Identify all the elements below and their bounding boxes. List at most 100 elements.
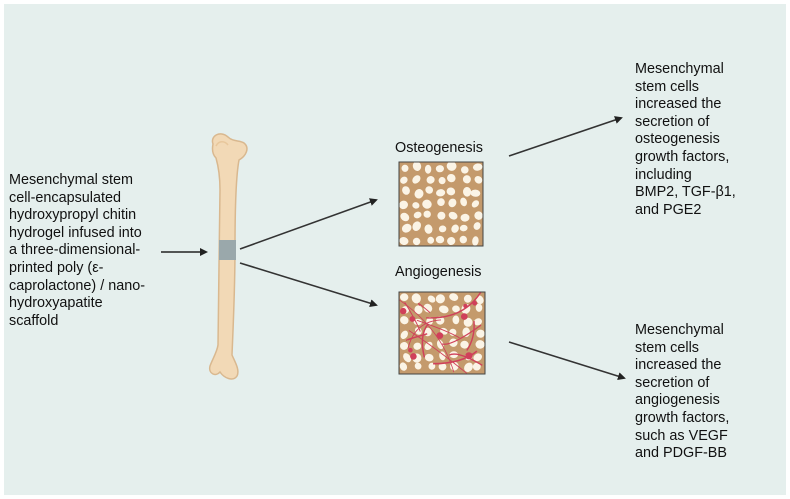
arrow-angiogenesis-to-result: [508, 341, 626, 381]
tissue-pore: [424, 341, 433, 351]
arrow-osteogenesis-to-result: [508, 116, 623, 157]
tissue-pore: [460, 213, 470, 222]
angiogenesis-label: Angiogenesis: [395, 264, 482, 280]
tissue-pore: [472, 362, 481, 371]
tissue-pore: [414, 189, 424, 199]
endothelial-cell: [409, 316, 416, 322]
blood-vessel: [407, 319, 442, 349]
tissue-pore: [464, 362, 473, 372]
tissue-pore: [400, 176, 408, 184]
endothelial-cell: [463, 303, 468, 309]
tissue-pore: [473, 318, 483, 326]
tissue-pore: [472, 163, 483, 171]
tissue-pore: [461, 166, 469, 174]
femur-bone-illustration: [208, 133, 248, 380]
endothelial-cell: [472, 300, 478, 306]
blood-vessel: [426, 292, 482, 319]
tissue-pore: [414, 305, 423, 314]
tissue-pore: [401, 164, 409, 172]
tissue-pore: [411, 293, 421, 304]
blood-vessel: [448, 353, 483, 366]
tissue-pore: [437, 198, 445, 206]
tissue-pore: [426, 317, 434, 326]
arrow-bone-to-osteogenesis: [239, 198, 378, 250]
angiogenesis-tissue-image: [398, 291, 486, 375]
tissue-pore: [412, 175, 421, 184]
tissue-pore: [460, 340, 469, 349]
tissue-pore: [422, 199, 432, 209]
input-description: Mesenchymal stem cell-encapsulated hydro…: [9, 172, 145, 329]
tissue-pore: [400, 212, 410, 222]
tissue-pore: [459, 235, 468, 244]
tissue-pore: [447, 236, 456, 246]
tissue-pore: [462, 187, 472, 197]
tissue-pore: [435, 235, 445, 244]
tissue-pore: [473, 353, 483, 362]
tissue-pore: [437, 211, 446, 220]
tissue-pore: [451, 224, 459, 233]
tissue-pore: [463, 317, 473, 327]
tissue-pore: [474, 211, 483, 220]
tissue-pore: [423, 303, 433, 313]
tissue-pore: [452, 315, 460, 325]
scaffold-band: [219, 240, 236, 260]
tissue-pore: [452, 305, 460, 313]
tissue-pore: [471, 200, 480, 208]
tissue-pore: [399, 200, 408, 210]
tissue-pore: [413, 342, 422, 350]
angiogenesis-outcome-text: Mesenchymal stem cells increased the sec…: [635, 322, 730, 462]
osteogenesis-outcome-text: Mesenchymal stem cells increased the sec…: [635, 61, 736, 218]
blood-vessel: [421, 323, 429, 358]
tissue-pore: [402, 186, 410, 195]
tissue-pore: [436, 316, 445, 325]
tissue-pore: [475, 303, 483, 312]
tissue-pore: [463, 294, 472, 303]
osteogenesis-label: Osteogenesis: [395, 140, 483, 156]
tissue-pore: [424, 224, 433, 234]
tissue-pore: [435, 294, 445, 304]
tissue-pore: [412, 221, 422, 232]
blood-vessel: [416, 319, 460, 339]
tissue-pore: [476, 329, 485, 338]
tissue-pore: [449, 293, 459, 301]
tissue-pore: [438, 177, 446, 185]
blood-vessel: [406, 333, 428, 342]
tissue-pore: [473, 222, 481, 230]
endothelial-cell: [461, 313, 468, 320]
blood-vessel: [417, 303, 431, 313]
background-panel: [4, 4, 786, 495]
tissue-pore: [426, 176, 435, 184]
blood-vessel: [441, 324, 482, 345]
tissue-pore: [459, 224, 468, 232]
bone-head-highlight: [215, 141, 229, 147]
tissue-pore: [446, 187, 456, 196]
tissue-pore: [423, 210, 431, 218]
tissue-pore: [449, 328, 457, 336]
endothelial-cell: [400, 307, 407, 315]
endothelial-cell: [410, 353, 417, 360]
tissue-pore: [462, 175, 471, 184]
tissue-pore: [400, 330, 408, 339]
tissue-pore: [424, 164, 432, 174]
tissue-pore: [425, 186, 434, 194]
tissue-pore: [439, 351, 446, 361]
tissue-pore: [413, 211, 422, 219]
osteogenesis-tissue-image: [398, 161, 484, 247]
tissue-pore: [446, 162, 457, 171]
tissue-pore: [447, 173, 456, 183]
tissue-pore: [403, 353, 412, 363]
tissue-pore: [438, 305, 449, 314]
tissue-pore: [436, 189, 446, 197]
tissue-pore: [400, 341, 409, 350]
tissue-pore: [424, 353, 434, 362]
tissue-pore: [472, 236, 479, 246]
tissue-pore: [450, 361, 459, 371]
tissue-pore: [427, 295, 436, 303]
tissue-pore: [475, 340, 485, 349]
tissue-pore: [448, 211, 458, 220]
arrow-bone-to-angiogenesis: [239, 262, 378, 308]
tissue-pore: [470, 189, 481, 197]
tissue-pore: [436, 339, 444, 350]
